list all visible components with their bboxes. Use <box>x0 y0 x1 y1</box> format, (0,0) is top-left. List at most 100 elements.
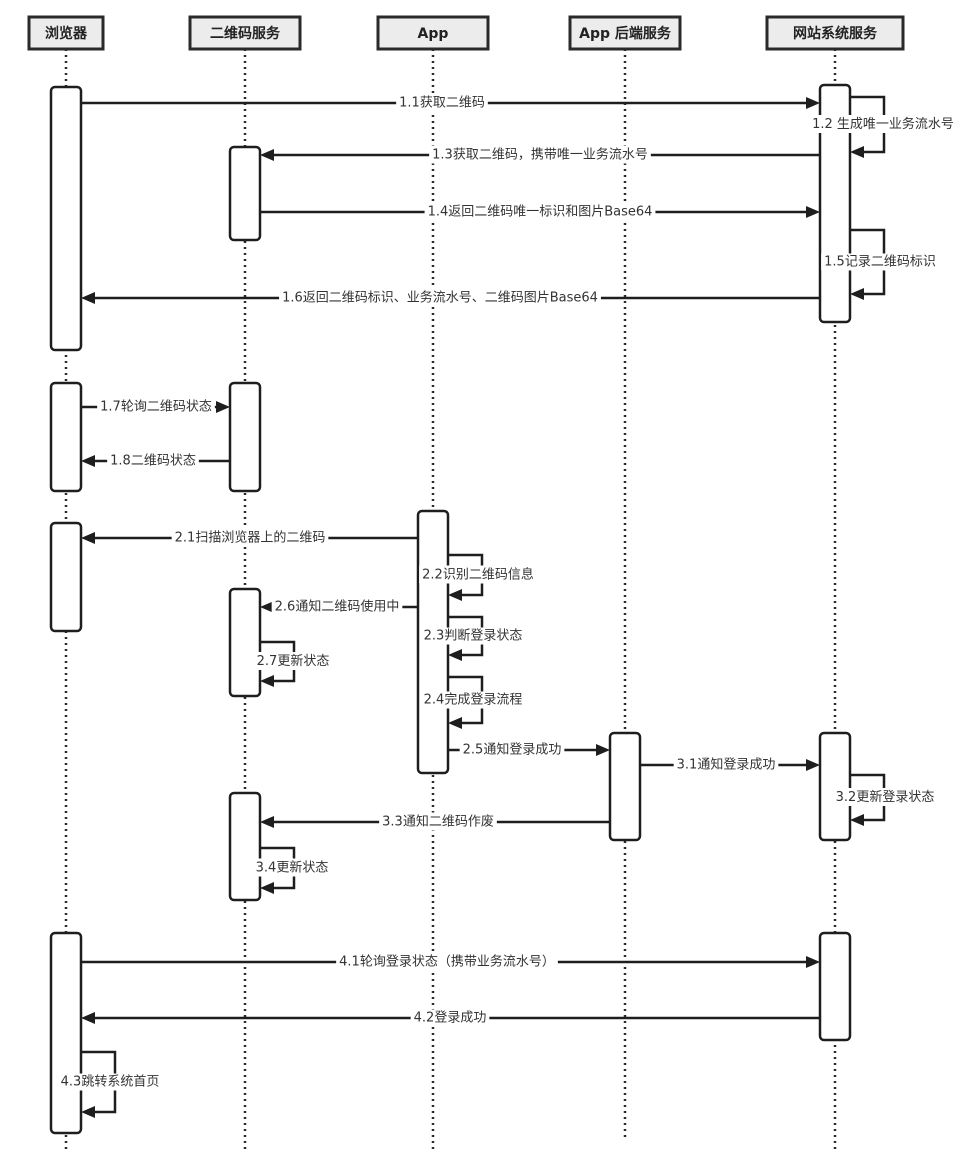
message-label-background <box>107 452 199 470</box>
activation-bar-browser <box>49 85 83 352</box>
message-label: 1.7轮询二维码状态 <box>100 400 212 415</box>
message-1-3: 1.3获取二维码，携带唯一业务流水号 <box>260 145 820 164</box>
arrowhead <box>81 292 95 304</box>
message-label: 3.3通知二维码作废 <box>382 814 494 830</box>
activation-bar-site <box>818 731 852 842</box>
activation-bar-browser <box>49 521 83 633</box>
activation-bars <box>49 83 852 1135</box>
message-label-background <box>424 203 656 221</box>
participant-site: 网站系统服务 <box>765 15 905 51</box>
arrowhead <box>260 816 274 828</box>
message-1-4: 1.4返回二维码唯一标识和图片Base64 <box>260 203 820 221</box>
arrowhead <box>260 149 274 161</box>
message-label-background <box>171 528 329 547</box>
message-label-background <box>336 952 558 971</box>
participant-box <box>765 15 905 51</box>
message-label-background <box>57 1073 163 1091</box>
message-label-background <box>809 115 957 133</box>
arrowhead <box>81 1106 95 1118</box>
message-label-background <box>252 858 332 877</box>
participant-label: App <box>418 26 449 42</box>
arrowhead <box>806 206 820 218</box>
arrowhead <box>260 601 274 613</box>
messages: 1.1获取二维码 1.2 生成唯一业务流水号 1.3获取二维码，携带唯一业务流水号 1… <box>57 94 957 1118</box>
message-label: 1.1获取二维码 <box>399 96 485 111</box>
message-label-background <box>459 740 565 759</box>
message-label: 3.2更新登录状态 <box>836 789 935 805</box>
message-label: 2.1扫描浏览器上的二维码 <box>175 530 326 546</box>
message-label: 3.4更新状态 <box>256 860 329 876</box>
activation-bar-browser <box>49 931 83 1135</box>
message-label: 1.2 生成唯一业务流水号 <box>812 116 954 132</box>
activation-bar-browser <box>49 381 83 493</box>
arrowhead <box>448 589 462 601</box>
message-2-5: 2.5通知登录成功 <box>448 740 610 759</box>
message-1-6: 1.6返回二维码标识、业务流水号、二维码图片Base64 <box>81 288 820 307</box>
message-label: 4.2登录成功 <box>414 1011 487 1026</box>
participant-label: App 后端服务 <box>579 25 672 42</box>
message-label-background <box>396 94 488 112</box>
message-4-1: 4.1轮询登录状态（携带业务流水号） <box>81 952 820 971</box>
message-label-background <box>420 627 526 645</box>
arrowhead <box>81 1012 95 1024</box>
message-label: 4.3跳转系统首页 <box>61 1075 160 1090</box>
participant-backend: App 后端服务 <box>568 15 682 51</box>
participant-box <box>376 15 490 51</box>
message-label-background <box>420 691 526 709</box>
arrowhead <box>81 532 95 544</box>
arrowhead <box>216 401 230 413</box>
message-4-2: 4.2登录成功 <box>81 1009 820 1027</box>
message-label-background <box>429 145 651 164</box>
message-label: 2.4完成登录流程 <box>424 693 523 708</box>
message-2-3: 2.3判断登录状态 <box>420 615 526 661</box>
message-1-8: 1.8二维码状态 <box>81 452 230 470</box>
message-3-4: 3.4更新状态 <box>252 846 332 894</box>
message-label: 1.5记录二维码标识 <box>824 255 936 270</box>
message-4-3: 4.3跳转系统首页 <box>57 1050 163 1118</box>
message-3-3: 3.3通知二维码作废 <box>260 812 610 831</box>
arrowhead <box>850 288 864 300</box>
arrowhead <box>850 146 864 158</box>
activation-bar-qr <box>228 381 262 493</box>
participant-box <box>568 15 682 51</box>
message-label: 1.8二维码状态 <box>110 454 196 469</box>
participant-browser: 浏览器 <box>27 15 105 51</box>
arrowhead <box>806 97 820 109</box>
participant-box <box>27 15 105 51</box>
activation-bar-backend <box>608 731 642 842</box>
message-label: 2.6通知二维码使用中 <box>275 599 400 615</box>
participant-label: 浏览器 <box>45 25 88 42</box>
arrowhead <box>260 675 274 687</box>
arrowhead <box>596 744 610 756</box>
activation-bar-qr <box>228 587 262 698</box>
arrowhead <box>850 814 864 826</box>
activation-bar-qr <box>228 791 262 902</box>
activation-bar-site <box>818 931 852 1042</box>
message-2-7: 2.7更新状态 <box>253 640 333 687</box>
message-2-2: 2.2识别二维码信息 <box>419 553 537 601</box>
message-3-1: 3.1通知登录成功 <box>640 755 820 774</box>
participant-qr: 二维码服务 <box>188 15 302 51</box>
participant-app: App <box>376 15 490 51</box>
message-1-7: 1.7轮询二维码状态 <box>81 398 230 416</box>
message-label: 3.1通知登录成功 <box>677 757 776 773</box>
message-1-2: 1.2 生成唯一业务流水号 <box>809 95 957 158</box>
arrowhead <box>260 882 274 894</box>
message-1-5: 1.5记录二维码标识 <box>821 228 939 300</box>
message-label: 2.3判断登录状态 <box>424 629 523 644</box>
message-label-background <box>253 652 333 670</box>
message-label: 1.6返回二维码标识、业务流水号、二维码图片Base64 <box>282 290 598 306</box>
arrowhead <box>448 649 462 661</box>
message-label-background <box>821 253 939 271</box>
message-2-6: 2.6通知二维码使用中 <box>260 597 418 616</box>
message-label: 2.7更新状态 <box>257 653 330 669</box>
arrowhead <box>806 956 820 968</box>
message-label-background <box>379 812 497 831</box>
arrowhead <box>448 717 462 729</box>
participant-box <box>188 15 302 51</box>
message-label-background <box>410 1009 490 1027</box>
message-3-2: 3.2更新登录状态 <box>832 773 938 826</box>
message-1-1: 1.1获取二维码 <box>81 94 820 112</box>
message-label-background <box>673 755 779 774</box>
